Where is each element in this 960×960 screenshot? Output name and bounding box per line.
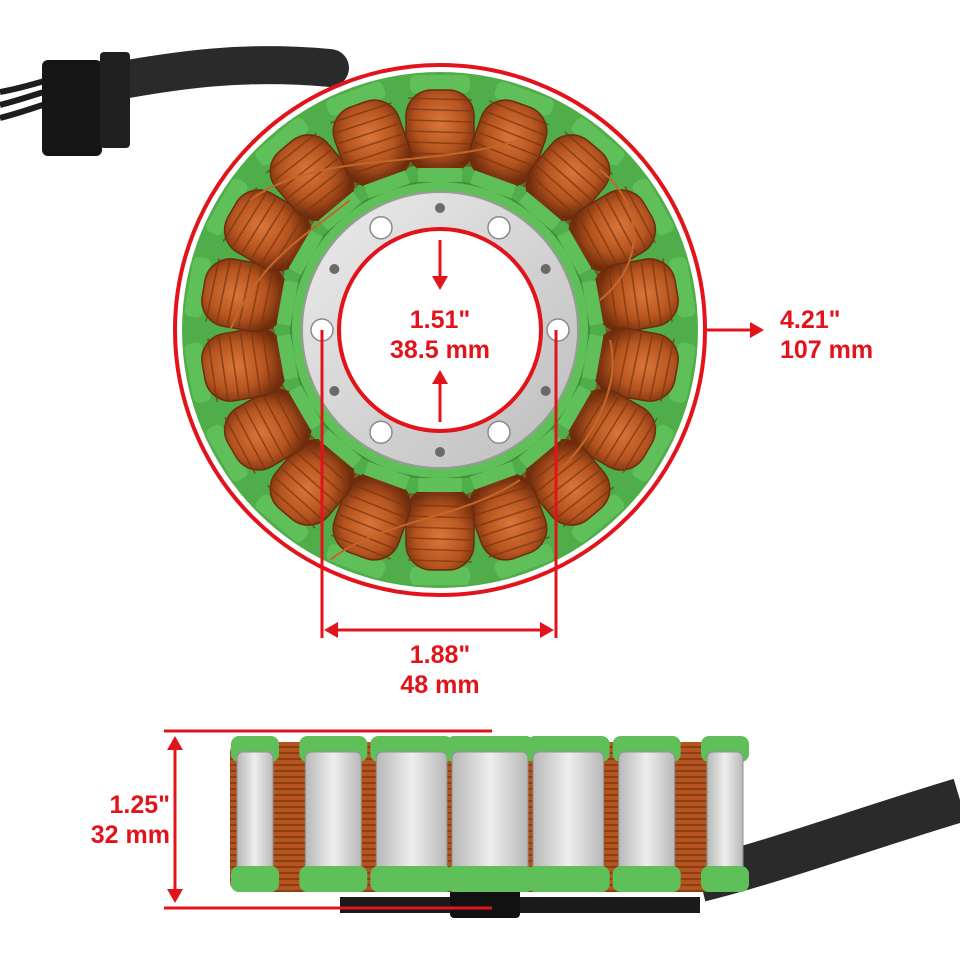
rivet-hole <box>329 386 340 396</box>
stator-coil <box>557 178 674 277</box>
rivet-hole <box>540 386 551 396</box>
bolt-spacing-inch: 1.88" <box>409 641 471 669</box>
center-bore <box>339 229 541 431</box>
bolt-hole <box>369 420 393 444</box>
measurement-overlays <box>164 63 764 910</box>
stator-coil <box>518 429 625 543</box>
outer-diameter-inch: 4.21" <box>780 306 841 334</box>
side-pole <box>446 736 534 892</box>
stator-coil <box>206 383 323 482</box>
bolt-hole <box>487 216 511 240</box>
height-inch: 1.25" <box>109 791 170 819</box>
loose-wire <box>329 479 521 561</box>
stator-coil <box>206 178 323 276</box>
outer-diameter-mm: 107 mm <box>780 336 874 364</box>
height-label: 1.25" 32 mm <box>60 790 170 850</box>
stator-coil <box>326 81 415 199</box>
side-pole <box>231 736 279 892</box>
rivet-hole <box>540 264 551 274</box>
loose-wire <box>229 199 351 331</box>
rivet-hole <box>329 264 340 274</box>
side-pole <box>701 736 749 892</box>
bolt-hole <box>369 216 393 240</box>
stator-side-view <box>230 736 960 918</box>
side-pole <box>527 736 610 892</box>
bolt-spacing-mm: 48 mm <box>400 671 480 699</box>
outer-diameter-label: 4.21" 107 mm <box>780 305 873 365</box>
stator-coil <box>465 461 554 579</box>
bolt-spacing-label: 1.88" 48 mm <box>380 640 500 700</box>
stator-coil <box>557 384 674 482</box>
inner-diameter-arrow-up <box>432 370 448 422</box>
outer-diameter-arrow <box>705 322 764 338</box>
stator-coil <box>518 117 625 231</box>
height-markers <box>164 729 492 910</box>
loose-wire <box>599 169 635 301</box>
stator-top-view <box>0 46 698 588</box>
loose-wire <box>249 139 521 201</box>
stator-coil <box>184 257 299 333</box>
side-pole <box>299 736 368 892</box>
inner-diameter-arrow-down <box>432 240 448 290</box>
wiring-harness-top <box>0 46 349 156</box>
bolt-hole <box>546 318 570 342</box>
stator-coil <box>255 117 362 231</box>
inner-diameter-outline <box>337 227 543 433</box>
rivet-hole <box>435 203 445 213</box>
side-pole <box>370 736 453 892</box>
connector-plug <box>42 60 102 156</box>
bolt-hole <box>487 420 511 444</box>
inner-diameter-inch: 1.51" <box>409 306 471 334</box>
inner-diameter-mm: 38.5 mm <box>389 336 491 364</box>
loose-wire <box>559 339 614 471</box>
bolt-spacing-markers <box>320 330 558 638</box>
inner-diameter-label: 1.51" 38.5 mm <box>380 305 500 365</box>
stator-coil <box>255 429 362 543</box>
stator-coil <box>581 327 696 403</box>
stator-coil <box>184 326 299 403</box>
height-mm: 32 mm <box>90 821 170 849</box>
side-pole <box>612 736 681 892</box>
stator-coil <box>405 478 475 585</box>
stator-coil <box>405 75 475 182</box>
rivet-hole <box>435 447 445 457</box>
